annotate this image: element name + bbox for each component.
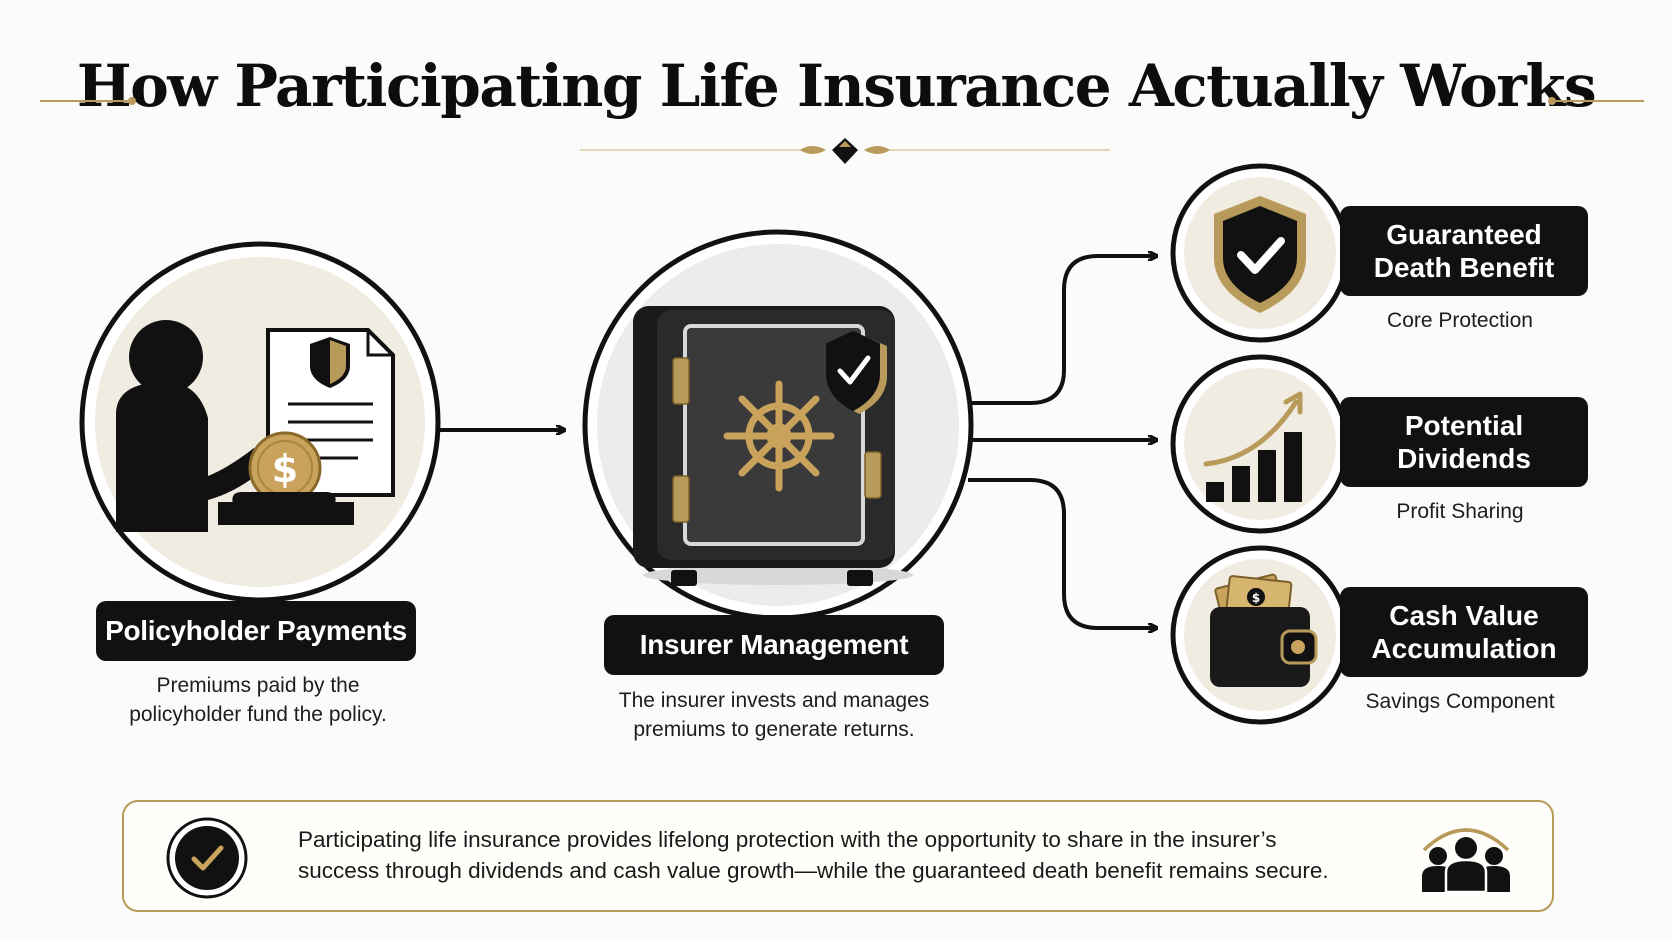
people-group-icon (1422, 828, 1510, 894)
person-paying-icon: $ (79, 241, 441, 603)
shield-check-icon (1170, 163, 1350, 343)
summary-text: Participating life insurance provides li… (298, 827, 1329, 883)
outcome-label-dividends: Potential Dividends (1340, 397, 1588, 487)
outcome-sublabel-profit-sharing: Profit Sharing (1396, 500, 1524, 523)
page-title: How Participating Life Insurance Actuall… (76, 52, 1597, 120)
arrow-to-death-benefit (968, 256, 1155, 405)
summary-box (122, 800, 1554, 912)
wallet-icon: $ (1170, 545, 1350, 725)
step-description-insurer: The insurer invests and manages premiums… (618, 689, 930, 741)
step-description-policyholder: Premiums paid by the policyholder fund t… (129, 674, 387, 726)
outcome-label-death-benefit: Guaranteed Death Benefit (1340, 206, 1588, 296)
outcome-label-cash-value: Cash Value Accumulation (1340, 587, 1588, 677)
svg-text:$: $ (1252, 591, 1260, 605)
check-circle-icon (166, 817, 248, 899)
safe-icon (582, 229, 974, 621)
outcome-sublabel-core-protection: Core Protection (1387, 309, 1533, 332)
growth-chart-icon (1170, 354, 1350, 534)
step-label-insurer-management: Insurer Management (604, 615, 944, 675)
svg-text:$: $ (272, 447, 298, 491)
outcome-sublabel-savings: Savings Component (1365, 690, 1555, 713)
step-label-policyholder-payments: Policyholder Payments (96, 601, 416, 661)
arrow-to-cash-value (968, 478, 1155, 628)
